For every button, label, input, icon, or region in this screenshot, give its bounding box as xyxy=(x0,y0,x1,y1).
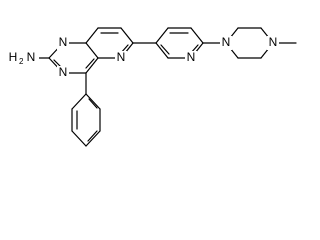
piperazine-n1-label: N xyxy=(222,35,231,49)
mask-n1 xyxy=(57,36,69,50)
amine-h-count-label: 2 xyxy=(19,57,24,66)
bond-c4-c4a-inner xyxy=(85,58,95,69)
piperazine-n4-label: N xyxy=(269,35,278,49)
bond-py-6-1 xyxy=(155,42,169,59)
bond-c4a-c4 xyxy=(85,57,99,74)
bond-layer xyxy=(38,27,297,147)
mask-piperazine-n1 xyxy=(220,36,232,50)
atom-labels: H 2 N N N N N N N xyxy=(9,35,278,79)
bond-ph-1-2 xyxy=(71,93,87,110)
mask-n5 xyxy=(115,51,127,65)
bond-py-inner-c xyxy=(160,44,170,55)
mask-piperazine-n4 xyxy=(267,36,279,50)
pyridyl-n-label: N xyxy=(187,50,196,64)
mask-pyridine-n xyxy=(185,51,197,65)
ring-n5-label: N xyxy=(117,50,126,64)
molecule-drawing: H 2 N N N N N N N xyxy=(6,27,297,147)
atom-label-masks xyxy=(6,36,279,80)
ring-n1-label: N xyxy=(59,35,68,49)
amine-n-label: N xyxy=(27,50,36,64)
mask-amine xyxy=(6,50,39,66)
amine-h-label: H xyxy=(9,50,18,64)
bond-c8a-c4a xyxy=(85,42,99,59)
ring-n3-label: N xyxy=(59,65,68,79)
bond-ph-6-1 xyxy=(85,93,101,110)
bond-c8a-c8 xyxy=(85,27,99,44)
bond-py-1-2 xyxy=(155,27,169,44)
bond-c7-c6 xyxy=(120,27,134,44)
bond-py-3-4 xyxy=(190,27,204,44)
bond-ph-inner-c xyxy=(88,98,98,109)
bond-ph-4-5 xyxy=(85,130,101,147)
mask-n3 xyxy=(57,66,69,80)
bond-ph-3-4 xyxy=(71,130,87,147)
chemical-structure-canvas: H 2 N N N N N N N xyxy=(6,27,297,147)
bond-ph-inner-b xyxy=(87,130,98,142)
